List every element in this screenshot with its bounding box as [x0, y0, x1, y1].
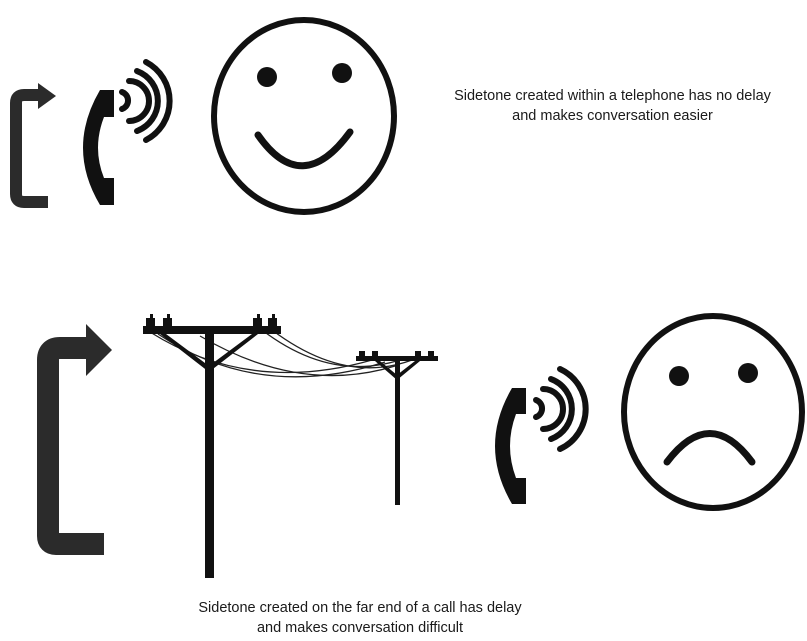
- caption-top-line1: Sidetone created within a telephone has …: [420, 86, 805, 106]
- caption-bottom-line2: and makes conversation difficult: [150, 618, 570, 638]
- happy-face-icon: [214, 20, 394, 212]
- telephone-handset-icon: [495, 388, 526, 504]
- top-row: [16, 20, 394, 212]
- caption-top-line2: and makes conversation easier: [420, 106, 805, 126]
- loop-arrow-icon: [48, 324, 112, 544]
- telephone-handset-icon: [83, 90, 114, 205]
- sad-face-icon: [624, 316, 802, 508]
- caption-bottom: Sidetone created on the far end of a cal…: [150, 598, 570, 638]
- caption-bottom-line1: Sidetone created on the far end of a cal…: [150, 598, 570, 618]
- utility-pole-icon: [356, 351, 438, 505]
- caption-top: Sidetone created within a telephone has …: [420, 86, 805, 126]
- utility-pole-icon: [143, 314, 281, 578]
- bottom-row: [48, 314, 802, 578]
- loop-arrow-icon: [16, 83, 56, 202]
- sound-waves-icon: [122, 62, 170, 140]
- sound-waves-icon: [536, 369, 586, 449]
